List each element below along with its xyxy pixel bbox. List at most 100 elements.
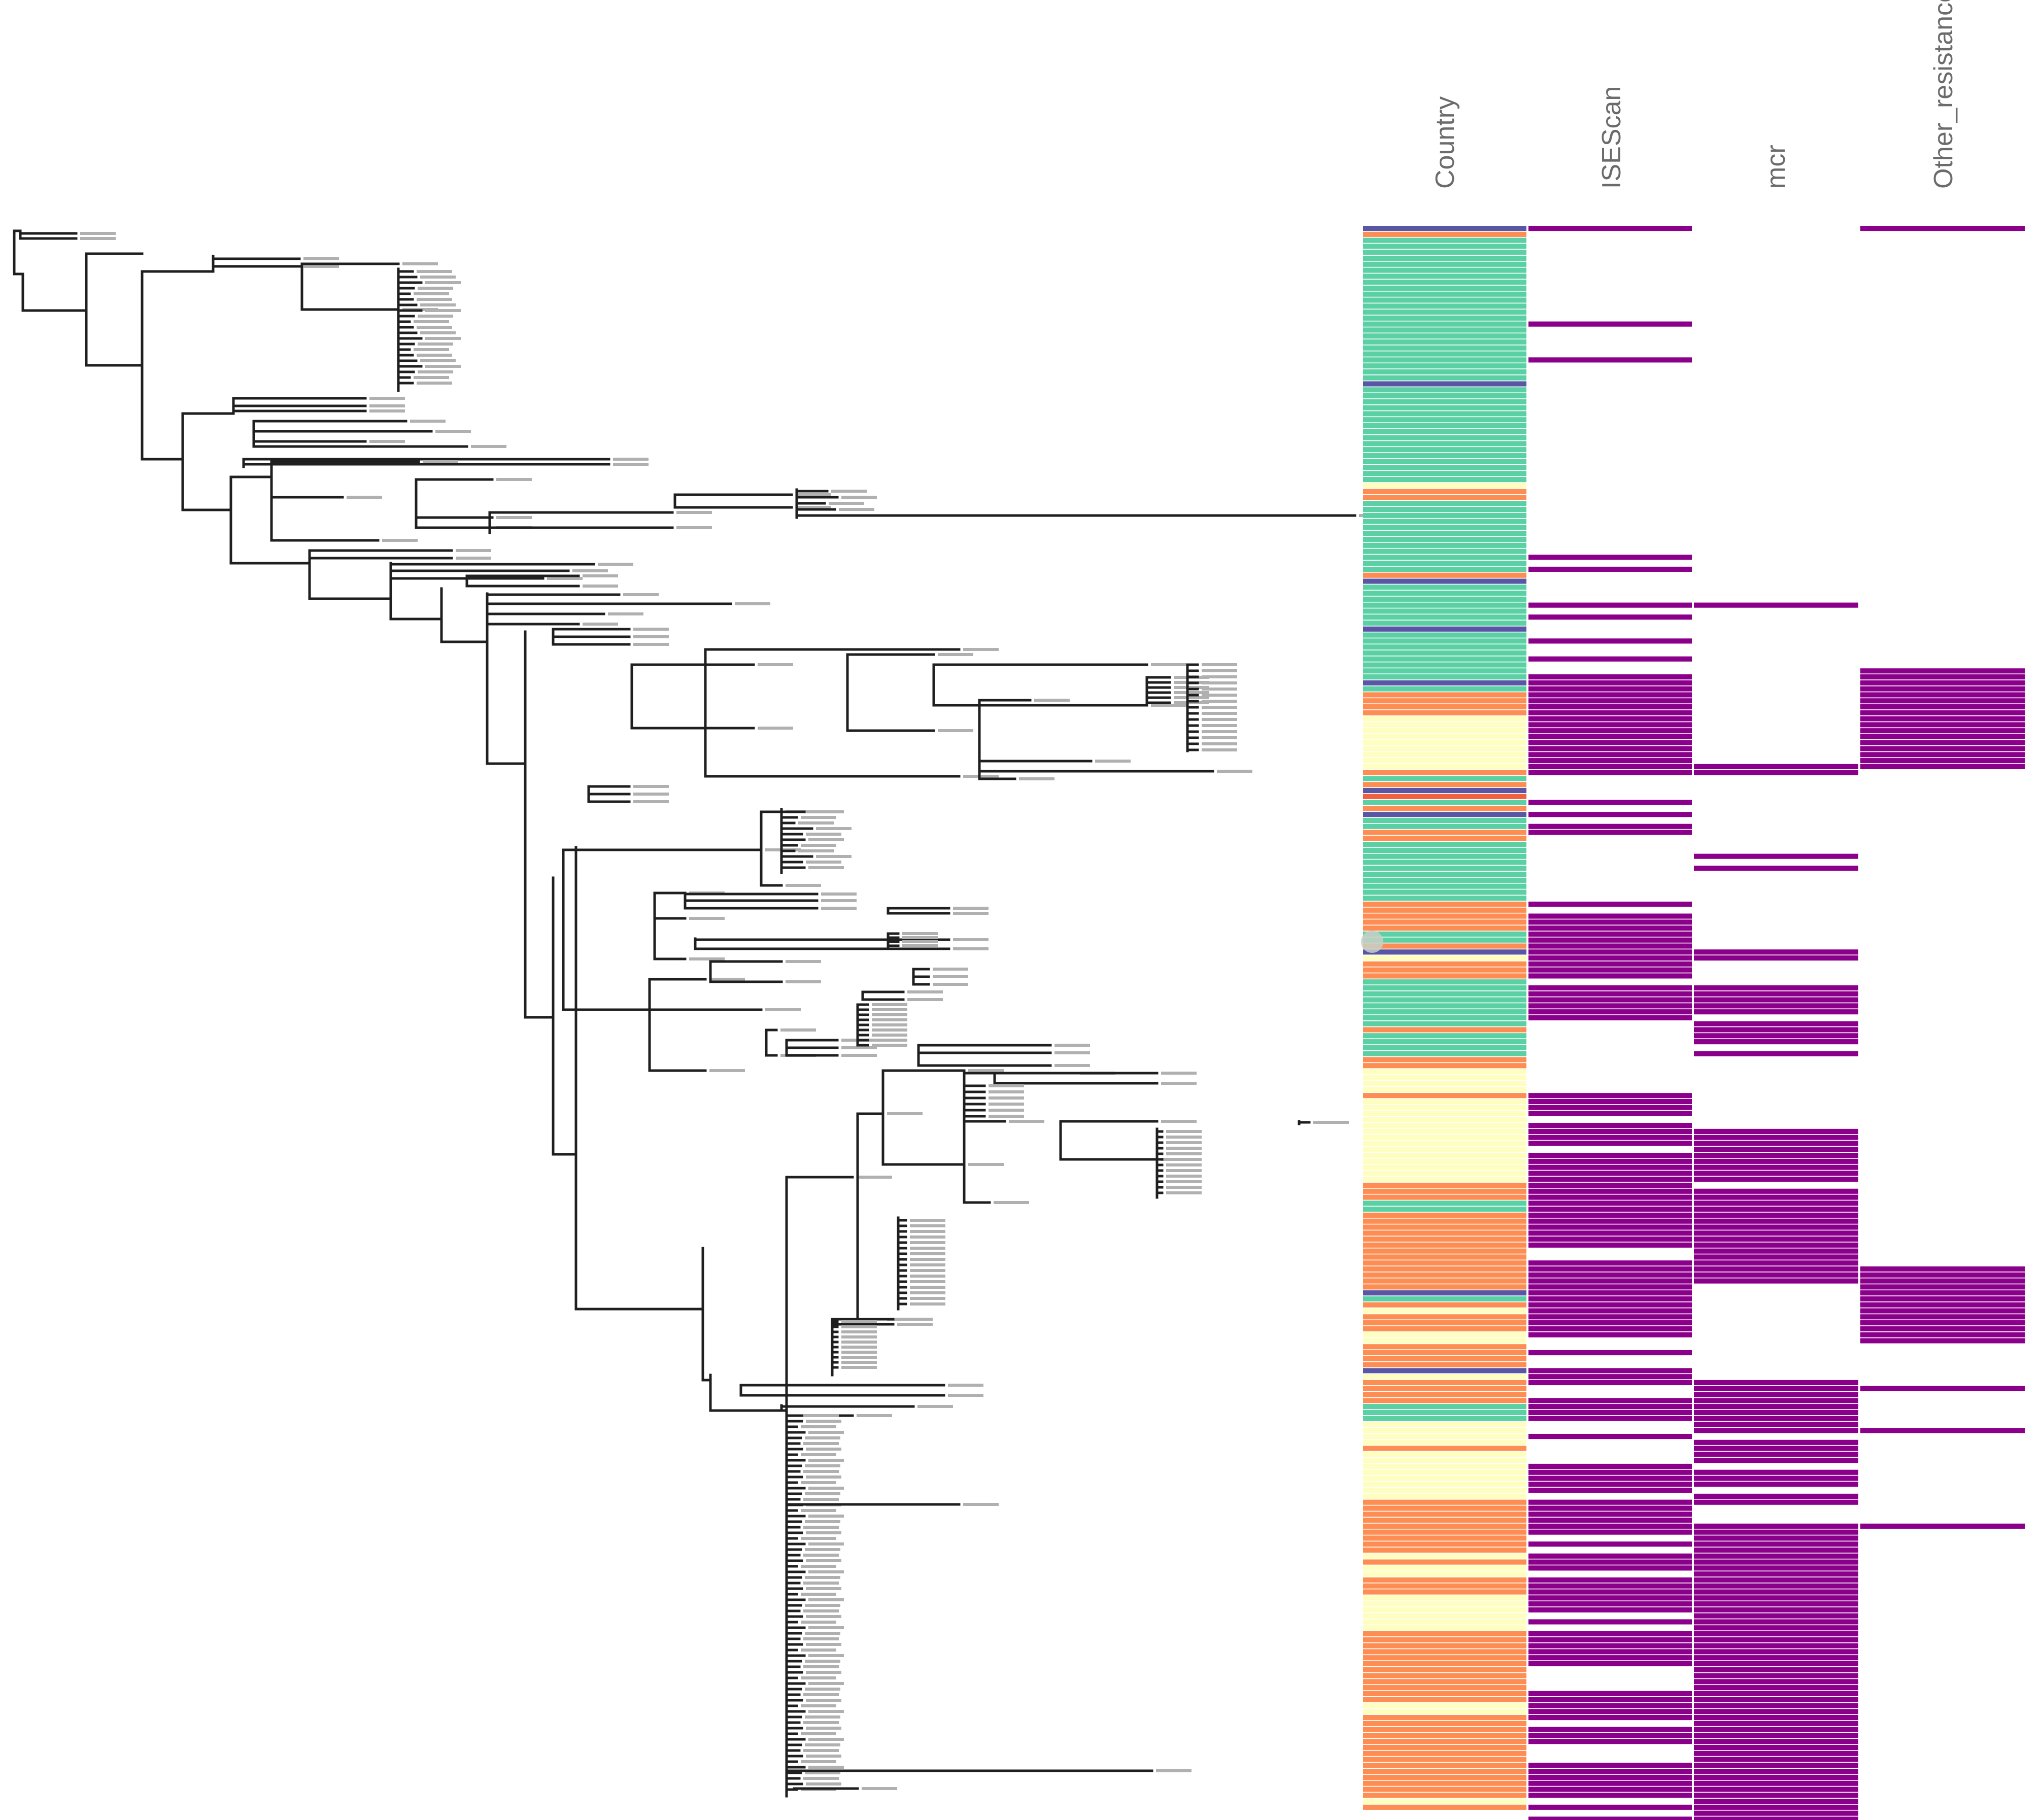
tip-label <box>963 775 999 778</box>
tip-label <box>414 320 449 323</box>
isescan-cell <box>1528 1230 1692 1236</box>
isescan-cell <box>1528 949 1692 955</box>
tip-label <box>608 612 643 615</box>
country-cell <box>1363 1404 1526 1410</box>
tip-label <box>953 907 989 910</box>
mcr-cell <box>1694 1051 1858 1056</box>
tip-label <box>423 460 458 463</box>
mcr-cell <box>1694 770 1858 775</box>
country-cell <box>1363 1439 1526 1445</box>
tip-label <box>803 1498 839 1501</box>
country-cell <box>1363 1111 1526 1116</box>
country-cell <box>1363 638 1526 644</box>
isescan-cell <box>1528 226 1692 231</box>
tip-label <box>796 506 831 509</box>
tip-label <box>902 940 938 943</box>
country-cell <box>1363 506 1526 512</box>
tip-label <box>917 1405 953 1408</box>
isescan-cell <box>1528 1123 1692 1128</box>
country-cell <box>1363 1697 1526 1702</box>
mcr-cell <box>1694 1613 1858 1619</box>
tip-label <box>806 1699 841 1702</box>
country-cell <box>1363 1661 1526 1667</box>
tip-label <box>1202 681 1237 684</box>
isescan-cell <box>1528 1529 1692 1535</box>
country-cell <box>1363 967 1526 973</box>
isescan-cell <box>1528 1105 1692 1110</box>
tip-label <box>471 445 506 448</box>
country-cell <box>1363 1320 1526 1326</box>
mcr-track <box>1694 602 1858 1820</box>
isescan-cell <box>1528 1260 1692 1266</box>
country-cell <box>1363 1021 1526 1026</box>
tip-label <box>1166 1186 1202 1189</box>
tip-label <box>806 1587 841 1590</box>
country-cell <box>1363 752 1526 758</box>
tip-label <box>808 1626 844 1629</box>
tip-label <box>806 1755 841 1758</box>
country-cell <box>1363 847 1526 853</box>
country-cell <box>1363 1123 1526 1128</box>
country-cell <box>1363 632 1526 638</box>
isescan-cell <box>1528 1787 1692 1792</box>
country-cell <box>1363 1362 1526 1367</box>
mcr-cell <box>1694 1499 1858 1505</box>
mcr-cell <box>1694 1410 1858 1415</box>
isescan-cell <box>1528 674 1692 680</box>
mcr-cell <box>1694 1601 1858 1607</box>
isescan-cell <box>1528 1643 1692 1649</box>
tip-label <box>369 397 405 400</box>
other-cell <box>1860 1386 2025 1391</box>
mcr-cell <box>1694 1266 1858 1272</box>
tip-label <box>1202 688 1237 691</box>
mcr-cell <box>1694 1703 1858 1708</box>
mcr-cell <box>1694 1200 1858 1206</box>
tip-label <box>805 1660 840 1663</box>
isescan-cell <box>1528 734 1692 740</box>
country-cell <box>1363 381 1526 387</box>
tip-label <box>953 938 989 941</box>
country-cell <box>1363 1242 1526 1248</box>
tip-label <box>414 348 449 351</box>
tip-label <box>676 511 712 514</box>
country-cell <box>1363 585 1526 590</box>
tip-label <box>1202 718 1237 721</box>
country-cell <box>1363 949 1526 955</box>
tip-label <box>1202 675 1237 678</box>
mcr-cell <box>1694 1727 1858 1732</box>
tip-label <box>897 1318 933 1321</box>
country-cell <box>1363 1075 1526 1080</box>
isescan-cell <box>1528 997 1692 1003</box>
tip-label <box>803 1665 839 1668</box>
isescan-cell <box>1528 1631 1692 1637</box>
country-cell <box>1363 459 1526 464</box>
isescan-cell <box>1528 1637 1692 1642</box>
country-cell <box>1363 591 1526 596</box>
isescan-cell <box>1528 1475 1692 1481</box>
tip-label <box>1202 669 1237 672</box>
tip-label <box>989 1103 1024 1106</box>
country-cell <box>1363 399 1526 404</box>
tip-label <box>803 1582 839 1585</box>
isescan-cell <box>1528 692 1692 698</box>
tip-label <box>902 944 938 947</box>
mcr-cell <box>1694 1153 1858 1158</box>
mcr-cell <box>1694 1416 1858 1421</box>
tip-label <box>417 270 452 273</box>
isescan-cell <box>1528 1398 1692 1403</box>
tip-label <box>805 1743 840 1746</box>
tip-label <box>1174 686 1209 689</box>
other-cell <box>1860 1428 2025 1433</box>
country-cell <box>1363 572 1526 578</box>
country-cell <box>1363 1224 1526 1230</box>
tip-label <box>1156 1769 1192 1772</box>
tip-label <box>1019 777 1054 780</box>
country-cell <box>1363 1135 1526 1140</box>
country-cell <box>1363 1278 1526 1284</box>
tip-label <box>808 1766 844 1769</box>
country-cell <box>1363 943 1526 949</box>
country-cell <box>1363 1045 1526 1050</box>
tip-label <box>420 276 456 279</box>
country-cell <box>1363 812 1526 817</box>
